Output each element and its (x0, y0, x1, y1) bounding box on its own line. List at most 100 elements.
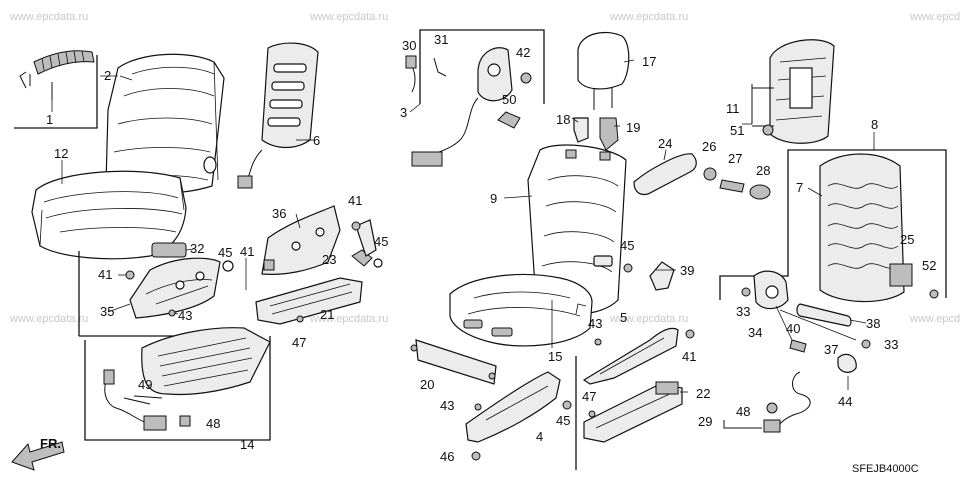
callout-4: 4 (536, 429, 543, 444)
watermark-text: www.epcdata.ru (909, 11, 960, 23)
watermark-text: www.epcdata.ru (309, 313, 388, 325)
callout-2: 2 (104, 68, 111, 83)
callout-43b: 43 (440, 398, 454, 413)
seat-cushion-assembly (449, 273, 593, 347)
callout-41c: 41 (348, 193, 362, 208)
callout-39: 39 (680, 263, 694, 278)
watermark-text: www.epcdata.ru (309, 11, 388, 23)
callout-23: 23 (322, 252, 336, 267)
callout-19: 19 (626, 120, 640, 135)
nut-33 (741, 287, 751, 297)
callout-17: 17 (642, 54, 656, 69)
callout-44: 44 (838, 394, 852, 409)
clip-41c (685, 329, 695, 339)
callout-20: 20 (420, 377, 434, 392)
callout-24: 24 (658, 136, 672, 151)
callout-1: 1 (46, 112, 53, 127)
item-14-frame (84, 336, 271, 441)
callout-7: 7 (796, 180, 803, 195)
nut-42 (520, 72, 532, 84)
callout-35: 35 (100, 304, 114, 319)
part-28 (749, 184, 771, 200)
hook-clip (19, 71, 31, 89)
callout-43c: 43 (588, 316, 602, 331)
callout-49: 49 (138, 377, 152, 392)
watermark-text: www.epcdata.ru (9, 313, 88, 325)
recline-lever-cover (593, 255, 613, 267)
callout-22: 22 (696, 386, 710, 401)
heater-connector (143, 415, 167, 431)
callout-33b: 33 (884, 337, 898, 352)
watermark-text: www.epcdata.ru (9, 11, 88, 23)
item-1-bracket (14, 55, 98, 129)
headrest (577, 31, 630, 90)
callout-45b: 45 (374, 234, 388, 249)
clip-45 (222, 260, 234, 272)
rod-38 (796, 303, 852, 327)
harness-connector (237, 175, 253, 189)
seat-cushion-cover (31, 170, 187, 260)
clip-48b (766, 402, 778, 414)
watermark-text: www.epcdata.ru (909, 313, 960, 325)
callout-28: 28 (756, 163, 770, 178)
callout-47b: 47 (582, 389, 596, 404)
clip-strip-part (33, 50, 95, 75)
clip-45c (623, 263, 633, 273)
callout-40: 40 (786, 321, 800, 336)
watermarks: www.epcdata.ru www.epcdata.ru www.epcdat… (9, 11, 960, 325)
screw-52 (929, 289, 939, 299)
callout-34: 34 (748, 325, 762, 340)
callout-32: 32 (190, 241, 204, 256)
callout-18: 18 (556, 112, 570, 127)
bracket-39 (649, 261, 675, 291)
part-27 (719, 179, 745, 193)
right-frame-group (703, 39, 947, 433)
cover-32 (151, 242, 187, 258)
screw-47b (588, 410, 596, 418)
recline-hole (203, 156, 217, 174)
item-8-frame (719, 149, 947, 300)
callout-33: 33 (736, 304, 750, 319)
callout-50: 50 (502, 92, 516, 107)
callout-45: 45 (218, 245, 232, 260)
callout-6: 6 (313, 133, 320, 148)
item-3-frame (419, 29, 545, 104)
clip-49 (103, 369, 115, 385)
callout-41b: 41 (240, 244, 254, 259)
callout-15: 15 (548, 349, 562, 364)
callouts: 1 2 3 4 5 6 7 8 9 11 12 14 15 17 18 19 2… (46, 32, 936, 464)
callout-45d: 45 (556, 413, 570, 428)
callout-45c: 45 (620, 238, 634, 253)
fr-arrow-icon (11, 441, 65, 471)
bolt-40 (789, 339, 807, 353)
seat-rail-21 (255, 277, 363, 325)
airbag-connector (411, 151, 443, 167)
callout-48b: 48 (736, 404, 750, 419)
headrest-guide-19 (599, 117, 619, 151)
airbag-harness (425, 97, 479, 159)
callout-48: 48 (206, 416, 220, 431)
front-cover-20 (415, 339, 497, 385)
part-26 (703, 167, 717, 181)
callout-9: 9 (490, 191, 497, 206)
harness-29 (775, 371, 811, 429)
middle-seat-group (405, 29, 697, 470)
screw-47 (296, 315, 304, 323)
bolt-51 (762, 124, 774, 136)
screw-43c (594, 338, 602, 346)
seat-heater-pad (141, 327, 271, 396)
callout-12: 12 (54, 146, 68, 161)
watermark-text: www.epcdata.ru (609, 313, 688, 325)
bolt-41b (351, 221, 361, 231)
callout-36: 36 (272, 206, 286, 221)
callout-25: 25 (900, 232, 914, 247)
outer-side-cover-4 (465, 371, 561, 443)
height-adjuster-35 (129, 257, 221, 319)
callout-37: 37 (824, 342, 838, 357)
callout-14: 14 (240, 437, 254, 452)
leader-lines (51, 59, 875, 393)
callout-46: 46 (440, 449, 454, 464)
watermark-text: www.epcdata.ru (609, 11, 688, 23)
callout-5: 5 (620, 310, 627, 325)
